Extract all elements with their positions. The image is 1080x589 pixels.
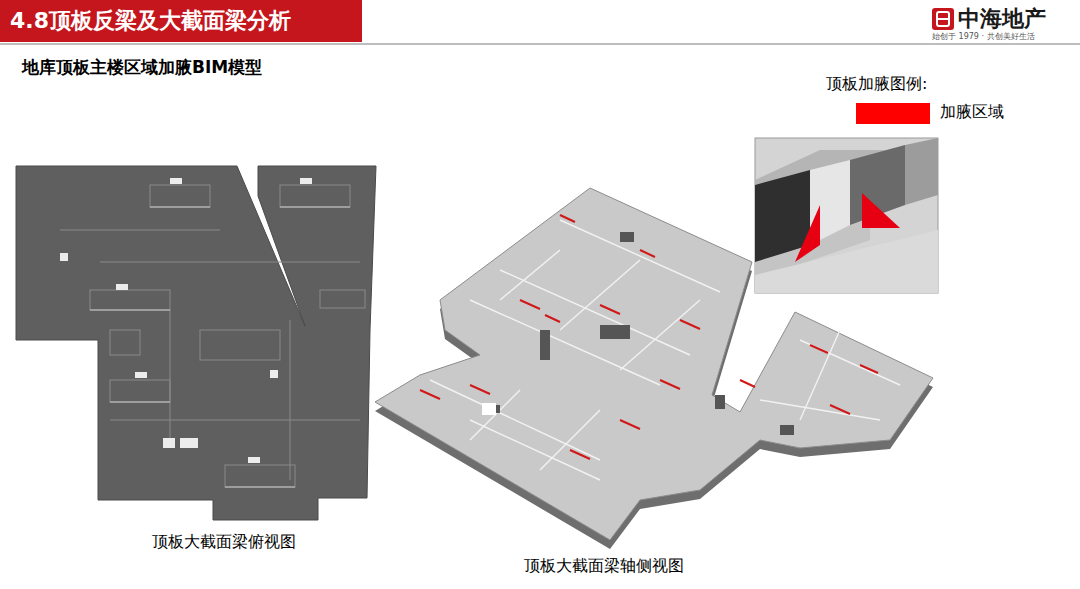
figure-caption: 顶板大截面梁俯视图 xyxy=(152,532,296,551)
section-subtitle: 地库顶板主楼区域加腋BIM模型 xyxy=(22,57,262,77)
legend-swatch xyxy=(856,103,930,124)
logo-tagline: 始创于 1979 · 共创美好生活 xyxy=(932,32,1035,42)
slide-title: 4.8顶板反梁及大截面梁分析 xyxy=(10,8,291,34)
axonometric-view xyxy=(375,188,933,549)
legend-text: 加腋区域 xyxy=(940,102,1004,121)
legend-heading: 顶板加腋图例: xyxy=(826,74,927,93)
logo-name: 中海地产 xyxy=(958,6,1046,32)
figure-caption: 顶板大截面梁轴侧视图 xyxy=(524,556,684,575)
plan-view xyxy=(16,166,376,520)
haunch-detail-inset xyxy=(755,138,938,293)
